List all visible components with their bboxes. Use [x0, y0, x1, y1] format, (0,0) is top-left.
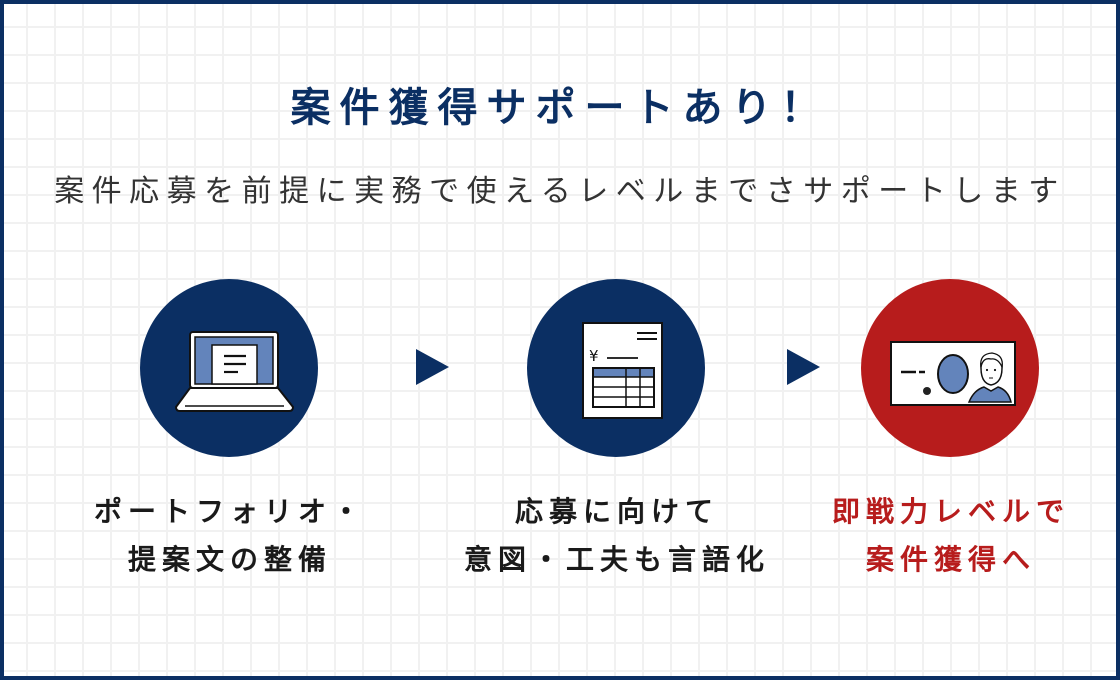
step-1-label-line-1: ポートフォリオ・: [93, 495, 366, 528]
triangle-right-icon: [416, 349, 449, 385]
step-3-label-line-1: 即戦力レベルで: [831, 495, 1070, 528]
yen-symbol: ¥: [589, 347, 599, 365]
step-1-label: ポートフォリオ・ 提案文の整備: [50, 488, 410, 584]
step-3-circle: [861, 279, 1039, 457]
step-1-circle: [140, 279, 318, 457]
laptop-document-icon: [174, 331, 295, 412]
step-2-label: 応募に向けて 意図・工夫も言語化: [437, 488, 797, 584]
id-card-person-icon: [890, 341, 1016, 406]
invoice-document-icon: ¥: [582, 322, 663, 419]
step-3-label-line-2: 案件獲得へ: [865, 543, 1036, 576]
step-2-circle: ¥: [527, 279, 705, 457]
banner-title: 案件獲得サポートあり！: [290, 85, 830, 131]
step-1-label-line-2: 提案文の整備: [127, 543, 332, 576]
step-3-label: 即戦力レベルで 案件獲得へ: [771, 488, 1120, 584]
step-2-label-line-2: 意図・工夫も言語化: [463, 543, 770, 576]
step-2-label-line-1: 応募に向けて: [514, 495, 719, 528]
triangle-right-icon: [787, 349, 820, 385]
banner-subtitle: 案件応募を前提に実務で使えるレベルまでさサポートします: [54, 174, 1066, 209]
